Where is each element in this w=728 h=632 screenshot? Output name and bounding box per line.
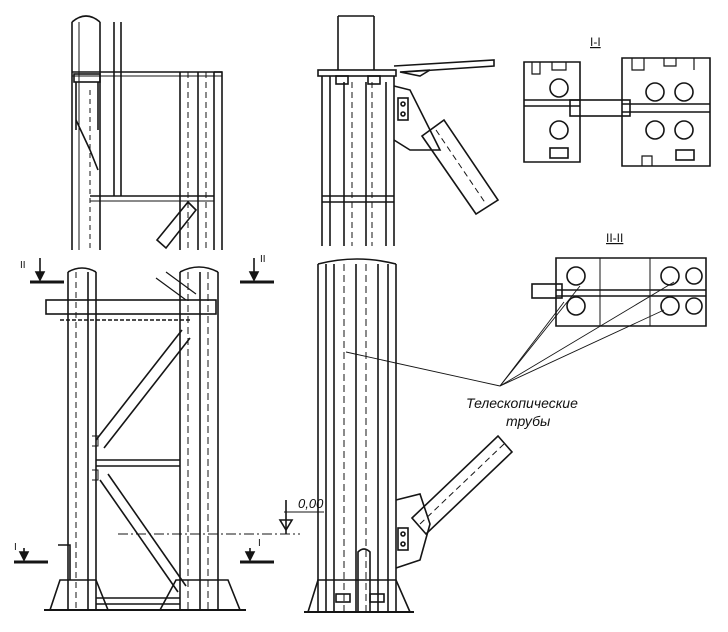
- left-lower-elevation: [44, 266, 300, 611]
- callout-leader-lines: [345, 281, 675, 387]
- cut-mark-2-right: [240, 258, 274, 284]
- cut-2-left-label: II: [20, 260, 26, 271]
- cut-mark-2-left: [30, 258, 64, 284]
- callout-label-line1: Телескопические: [466, 395, 578, 411]
- callout-label-line2: трубы: [506, 413, 551, 429]
- middle-lower-side-view: [304, 258, 514, 613]
- left-upper-elevation: [71, 15, 223, 250]
- cut-mark-1-left: [14, 548, 48, 564]
- elevation-marker: [278, 500, 324, 534]
- cut-2-right-label: II: [260, 254, 266, 265]
- section-1-plan: [523, 57, 711, 167]
- cut-1-left-label: I: [14, 542, 17, 553]
- middle-upper-side-view: [317, 15, 500, 246]
- section-2-plan: [531, 257, 707, 327]
- cut-1-right-label: I: [258, 538, 261, 549]
- cut-mark-1-right: [240, 548, 274, 564]
- elevation-label: 0,00: [298, 496, 324, 511]
- section-2-title: II-II: [606, 231, 623, 245]
- section-1-title: I-I: [590, 35, 601, 49]
